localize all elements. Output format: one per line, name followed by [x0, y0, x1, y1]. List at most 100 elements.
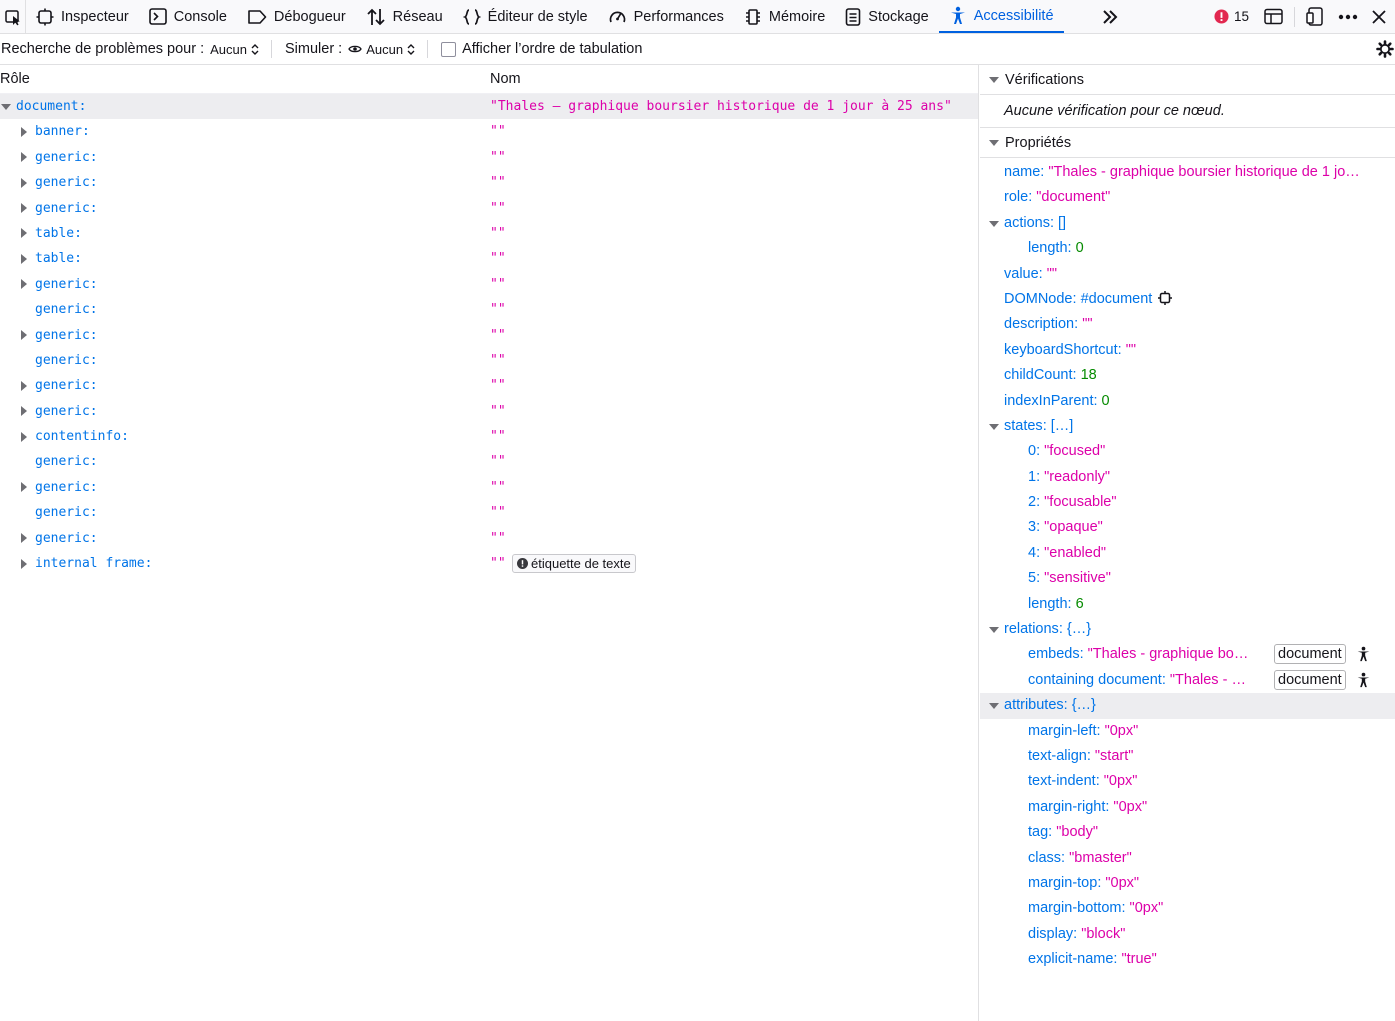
tab-style-editor[interactable]: Éditeur de style: [453, 0, 598, 33]
tab-network[interactable]: Réseau: [356, 0, 453, 33]
expanded-arrow-icon[interactable]: [1, 104, 11, 110]
tree-row[interactable]: generic:"": [0, 449, 978, 474]
audit-badge[interactable]: étiquette de texte: [512, 554, 636, 574]
audit-filter-select[interactable]: Aucun: [210, 42, 259, 57]
property-row[interactable]: role: "document": [980, 185, 1395, 210]
property-row[interactable]: indexInParent: 0: [980, 389, 1395, 414]
tree-row[interactable]: generic:"": [0, 196, 978, 221]
property-row[interactable]: relations: {…}: [980, 617, 1395, 642]
simulate-select[interactable]: Aucun: [348, 42, 415, 57]
property-row[interactable]: DOMNode: #document: [980, 287, 1395, 312]
collapsed-arrow-icon[interactable]: [21, 330, 27, 341]
property-row[interactable]: text-align: "start": [980, 744, 1395, 769]
property-row[interactable]: margin-right: "0px": [980, 795, 1395, 820]
relation-target-button[interactable]: document: [1274, 669, 1346, 690]
property-row[interactable]: text-indent: "0px": [980, 769, 1395, 794]
properties-section-header[interactable]: Propriétés: [980, 128, 1395, 158]
property-row[interactable]: margin-top: "0px": [980, 871, 1395, 896]
tab-memory[interactable]: Mémoire: [734, 0, 835, 33]
property-row[interactable]: 5: "sensitive": [980, 566, 1395, 591]
property-row[interactable]: states: […]: [980, 414, 1395, 439]
tree-row[interactable]: generic:"": [0, 500, 978, 525]
element-picker-button[interactable]: [0, 0, 26, 33]
select-node-icon[interactable]: [1158, 290, 1173, 309]
tab-inspector[interactable]: Inspecteur: [26, 0, 139, 33]
property-row[interactable]: keyboardShortcut: "": [980, 338, 1395, 363]
property-row[interactable]: containing document: "Thales - …document: [980, 668, 1395, 693]
tree-row[interactable]: generic:"": [0, 272, 978, 297]
property-row[interactable]: 0: "focused": [980, 439, 1395, 464]
collapsed-arrow-icon[interactable]: [21, 126, 27, 137]
property-row[interactable]: embeds: "Thales - graphique bo…document: [980, 642, 1395, 667]
options-menu-button[interactable]: [1331, 0, 1365, 34]
role-column-header[interactable]: Rôle: [0, 71, 30, 87]
property-row[interactable]: margin-bottom: "0px": [980, 896, 1395, 921]
property-row[interactable]: length: 6: [980, 592, 1395, 617]
property-row[interactable]: actions: []: [980, 211, 1395, 236]
tab-console[interactable]: Console: [139, 0, 237, 33]
split-console-button[interactable]: [1257, 0, 1290, 34]
collapsed-arrow-icon[interactable]: [21, 203, 27, 214]
collapsed-arrow-icon[interactable]: [21, 380, 27, 391]
tab-storage[interactable]: Stockage: [835, 0, 938, 33]
tree-row[interactable]: generic:"": [0, 373, 978, 398]
tree-row[interactable]: document:"Thales – graphique boursier hi…: [0, 94, 978, 120]
property-row[interactable]: name: "Thales - graphique boursier histo…: [980, 160, 1395, 185]
collapsed-arrow-icon[interactable]: [21, 533, 27, 544]
relation-target-button[interactable]: document: [1274, 644, 1346, 665]
property-row[interactable]: explicit-name: "true": [980, 947, 1395, 972]
property-row[interactable]: margin-left: "0px": [980, 719, 1395, 744]
collapsed-arrow-icon[interactable]: [21, 558, 27, 569]
tree-row[interactable]: generic:"": [0, 399, 978, 424]
tab-performance[interactable]: Performances: [598, 0, 734, 33]
tree-row[interactable]: generic:"": [0, 475, 978, 500]
property-row[interactable]: class: "bmaster": [980, 846, 1395, 871]
collapsed-arrow-icon[interactable]: [21, 431, 27, 442]
expanded-arrow-icon[interactable]: [989, 627, 999, 634]
collapsed-arrow-icon[interactable]: [21, 152, 27, 163]
property-row[interactable]: tag: "body": [980, 820, 1395, 845]
accessibility-icon[interactable]: [1356, 672, 1371, 692]
settings-button[interactable]: [1376, 40, 1394, 62]
property-row[interactable]: 4: "enabled": [980, 541, 1395, 566]
checks-section-header[interactable]: Vérifications: [980, 65, 1395, 95]
tree-row[interactable]: banner:"": [0, 119, 978, 144]
property-row[interactable]: display: "block": [980, 922, 1395, 947]
more-tools-button[interactable]: [1099, 0, 1126, 34]
property-row[interactable]: value: "": [980, 262, 1395, 287]
tree-row[interactable]: generic:"": [0, 348, 978, 373]
tree-row[interactable]: generic:"": [0, 297, 978, 322]
close-devtools-button[interactable]: [1365, 0, 1395, 34]
collapsed-arrow-icon[interactable]: [21, 279, 27, 290]
tab-accessibility[interactable]: Accessibilité: [938, 0, 1064, 33]
tab-order-checkbox[interactable]: [441, 41, 457, 57]
property-row[interactable]: length: 0: [980, 236, 1395, 261]
property-row[interactable]: 2: "focusable": [980, 490, 1395, 515]
collapsed-arrow-icon[interactable]: [21, 406, 27, 417]
property-row[interactable]: childCount: 18: [980, 363, 1395, 388]
property-row[interactable]: 3: "opaque": [980, 515, 1395, 540]
responsive-design-button[interactable]: [1299, 0, 1331, 34]
collapsed-arrow-icon[interactable]: [21, 253, 27, 264]
tree-row[interactable]: generic:"": [0, 170, 978, 195]
tab-order-toggle[interactable]: Afficher l’ordre de tabulation: [440, 41, 642, 57]
collapsed-arrow-icon[interactable]: [21, 482, 27, 493]
expanded-arrow-icon[interactable]: [989, 703, 999, 710]
tree-row[interactable]: generic:"": [0, 145, 978, 170]
tree-row[interactable]: generic:"": [0, 526, 978, 551]
tab-debugger[interactable]: Débogueur: [237, 0, 356, 33]
tree-row[interactable]: table:"": [0, 221, 978, 246]
tree-row[interactable]: contentinfo:"": [0, 424, 978, 449]
expanded-arrow-icon[interactable]: [989, 423, 999, 430]
property-row[interactable]: description: "": [980, 312, 1395, 337]
property-row[interactable]: 1: "readonly": [980, 465, 1395, 490]
expanded-arrow-icon[interactable]: [989, 220, 999, 227]
collapsed-arrow-icon[interactable]: [21, 228, 27, 239]
property-row[interactable]: attributes: {…}: [980, 693, 1395, 719]
collapsed-arrow-icon[interactable]: [21, 177, 27, 188]
accessibility-icon[interactable]: [1356, 646, 1371, 666]
tree-row[interactable]: table:"": [0, 246, 978, 271]
tree-row[interactable]: generic:"": [0, 323, 978, 348]
name-column-header[interactable]: Nom: [490, 71, 521, 87]
tree-row[interactable]: internal frame:""étiquette de texte: [0, 551, 978, 576]
